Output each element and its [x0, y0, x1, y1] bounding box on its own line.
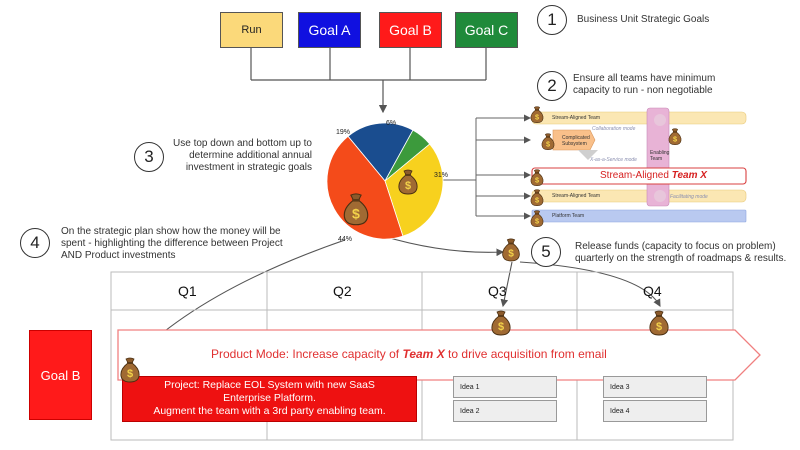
step-2-note: Ensure all teams have minimum capacity t…: [573, 73, 716, 96]
product-mode-arrow: [117, 329, 761, 381]
product-mode-suffix: to drive acquisition from email: [448, 347, 607, 361]
money-bag-icon: $: [667, 126, 683, 146]
team-enabling: Enabling Team: [650, 150, 670, 162]
svg-text:$: $: [535, 216, 539, 225]
money-bag-icon: $: [647, 308, 671, 336]
step-4-circle: 4: [20, 228, 50, 258]
team-platform: Platform Team: [552, 213, 585, 219]
project-line-1: Project: Replace EOL System with new Saa…: [164, 379, 375, 391]
step-2-number: 2: [547, 76, 557, 95]
idea-4-label: Idea 4: [610, 407, 630, 415]
pie-label-19: 19%: [336, 129, 351, 136]
step-4-note: On the strategic plan show how the money…: [61, 226, 283, 261]
money-bag-icon: $: [489, 308, 513, 336]
svg-text:$: $: [498, 321, 504, 333]
goal-b-label: Goal B: [389, 22, 432, 38]
svg-text:$: $: [656, 321, 662, 333]
goal-box-c: Goal C: [455, 12, 518, 48]
svg-text:$: $: [535, 112, 539, 121]
svg-text:$: $: [535, 195, 539, 204]
svg-text:$: $: [352, 205, 360, 221]
svg-text:$: $: [508, 248, 514, 259]
project-box: Project: Replace EOL System with new Saa…: [122, 376, 417, 422]
money-bag-icon: $: [396, 167, 420, 195]
quarter-q1: Q1: [178, 283, 197, 299]
quarter-q4: Q4: [643, 283, 662, 299]
idea-card-4: Idea 4: [603, 400, 707, 422]
svg-text:$: $: [127, 368, 133, 380]
plan-goal-b-box: Goal B: [29, 330, 92, 420]
mode-xaas: X-as-a-Service mode: [590, 157, 637, 163]
team-stream-aligned-1: Stream-Aligned Team: [552, 115, 600, 121]
money-bag-icon: $: [118, 355, 142, 383]
product-mode-text: Product Mode: Increase capacity of Team …: [211, 347, 607, 361]
step-1-circle: 1: [537, 5, 567, 35]
money-bag-icon: $: [500, 236, 522, 262]
money-bag-icon: $: [340, 190, 372, 226]
money-bag-icon: $: [529, 187, 545, 207]
goal-box-b: Goal B: [379, 12, 442, 48]
step-1-note: Business Unit Strategic Goals: [577, 14, 710, 25]
svg-text:$: $: [673, 134, 677, 143]
step-2-circle: 2: [537, 71, 567, 101]
mode-facilitating: Facilitating mode: [670, 194, 708, 200]
team-stream-aligned-3: Stream-Aligned Team: [552, 193, 600, 199]
goal-c-label: Goal C: [464, 22, 509, 38]
svg-text:$: $: [405, 180, 411, 192]
money-bag-icon: $: [540, 131, 556, 151]
team-x-name: Team X: [671, 170, 707, 181]
idea-card-2: Idea 2: [453, 400, 557, 422]
money-bag-icon: $: [529, 167, 545, 187]
step-3-number: 3: [144, 147, 154, 166]
money-bag-icon: $: [529, 208, 545, 228]
step-3-circle: 3: [134, 142, 164, 172]
step-1-number: 1: [547, 10, 557, 29]
mode-collaboration: Collaboration mode: [592, 126, 636, 132]
pie-label-44: 44%: [338, 236, 353, 243]
pie-to-teams-lines: [440, 114, 531, 220]
team-topology-shapes: [531, 107, 747, 223]
svg-text:$: $: [535, 175, 539, 184]
money-bag-icon: $: [529, 104, 545, 124]
svg-text:$: $: [546, 139, 550, 148]
goal-run-label: Run: [241, 24, 262, 36]
idea-3-label: Idea 3: [610, 383, 630, 391]
plan-goal-b-label: Goal B: [40, 367, 81, 383]
quarter-q3: Q3: [488, 283, 507, 299]
team-x-row: Stream-Aligned Team X: [600, 170, 707, 181]
goal-tree-lines: [250, 48, 487, 114]
step-5-circle: 5: [531, 237, 561, 267]
pie-label-6: 6%: [386, 120, 397, 127]
pie-slice-19: [347, 122, 414, 182]
team-x-prefix: Stream-Aligned: [600, 170, 669, 181]
idea-card-3: Idea 3: [603, 376, 707, 398]
goal-box-a: Goal A: [298, 12, 361, 48]
step-4-number: 4: [30, 233, 40, 252]
project-line-2: Enterprise Platform.: [223, 392, 316, 404]
product-mode-team: Team X: [402, 347, 445, 361]
goal-box-run: Run: [220, 12, 283, 48]
step-5-number: 5: [541, 242, 551, 261]
product-mode-prefix: Product Mode: Increase capacity of: [211, 347, 400, 361]
quarter-q2: Q2: [333, 283, 352, 299]
idea-1-label: Idea 1: [460, 383, 480, 391]
step-5-note: Release funds (capacity to focus on prob…: [575, 241, 787, 264]
team-complicated-subsystem: Complicated Subsystem: [562, 135, 590, 147]
step-3-note: Use top down and bottom up to determine …: [173, 138, 312, 173]
project-line-3: Augment the team with a 3rd party enabli…: [153, 405, 386, 417]
pie-label-31: 31%: [434, 172, 449, 179]
goal-a-label: Goal A: [308, 22, 351, 38]
idea-2-label: Idea 2: [460, 407, 480, 415]
idea-card-1: Idea 1: [453, 376, 557, 398]
